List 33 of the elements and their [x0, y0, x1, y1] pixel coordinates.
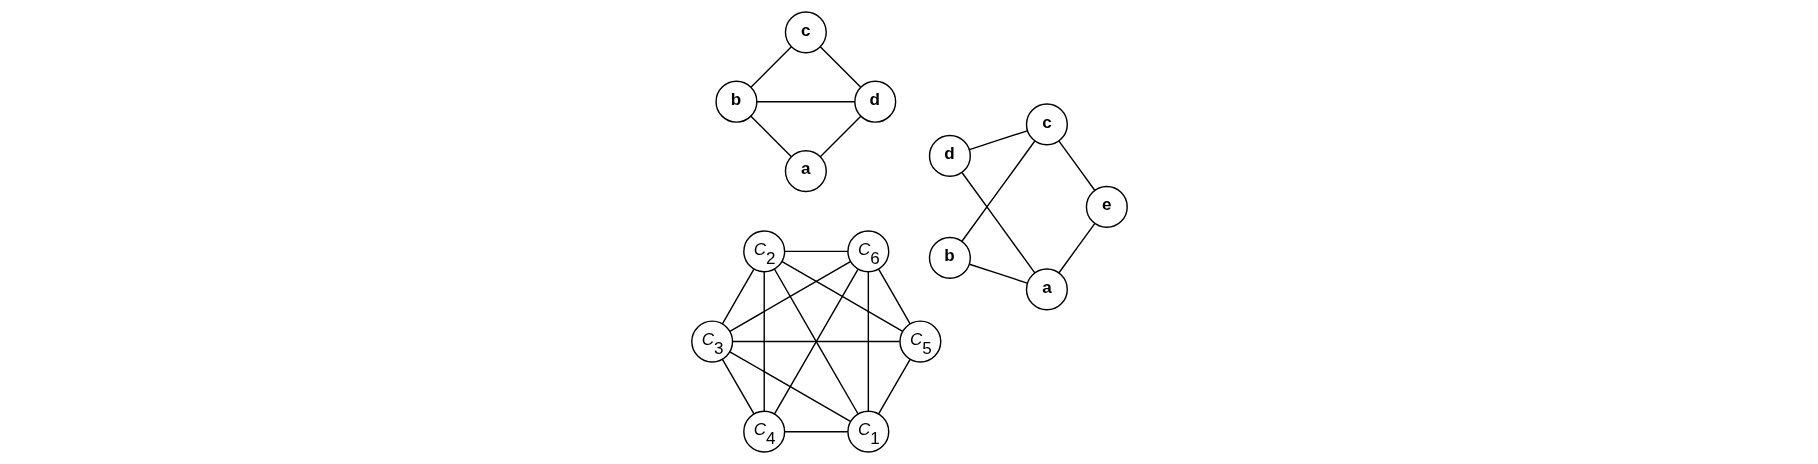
node-circle: d: [853, 80, 896, 123]
connector: [773, 268, 859, 415]
connector: [968, 263, 1028, 284]
node-circle: c: [784, 11, 827, 54]
connector: [755, 101, 855, 103]
connector: [819, 115, 861, 158]
connector: [728, 261, 851, 333]
connector: [780, 261, 903, 333]
node-circle: d: [928, 134, 971, 178]
connector: [721, 268, 755, 325]
connector: [763, 271, 765, 412]
connector: [877, 268, 911, 325]
connector: [783, 431, 848, 433]
connector: [721, 358, 755, 415]
connector: [867, 271, 869, 412]
node-circle: b: [714, 80, 758, 123]
connector: [819, 46, 861, 88]
node-circle: c: [1025, 103, 1068, 146]
connector: [783, 250, 848, 253]
connector: [960, 172, 1035, 274]
connector: [877, 358, 911, 415]
connector: [1057, 140, 1095, 191]
connector: [960, 140, 1035, 242]
connector: [728, 351, 851, 423]
node-circle: a: [784, 150, 827, 193]
connector: [731, 340, 900, 343]
node-circle: b: [928, 236, 971, 279]
connector: [749, 115, 792, 158]
connector: [749, 46, 792, 88]
node-circle: e: [1085, 185, 1128, 229]
node-circle: a: [1025, 268, 1068, 311]
connector: [968, 130, 1028, 151]
connector: [1057, 222, 1095, 274]
